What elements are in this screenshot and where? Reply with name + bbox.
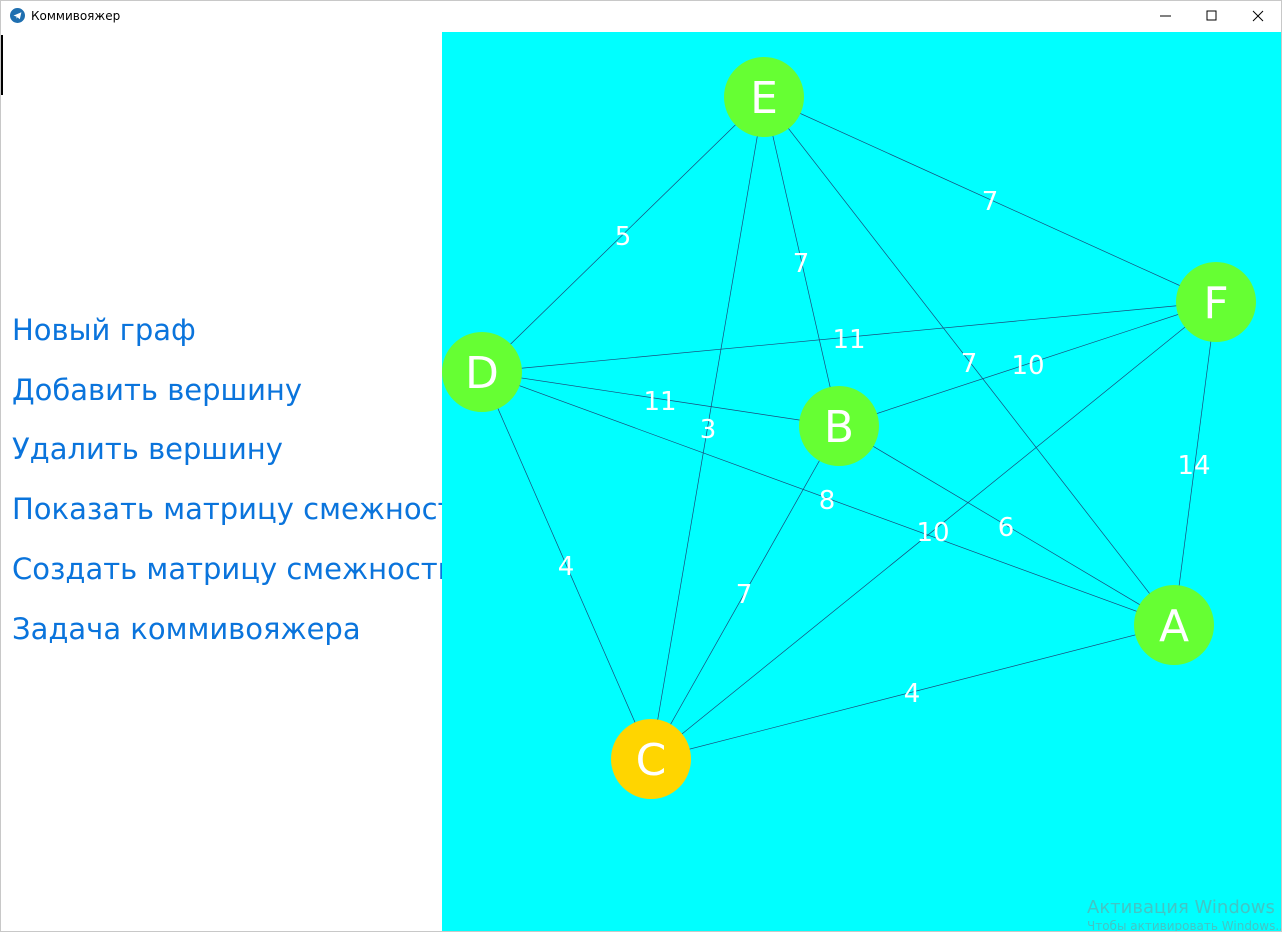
edge-weight-E-C: 3 (700, 415, 717, 445)
vertex-label: E (750, 73, 778, 124)
create-adjacency-matrix-link[interactable]: Создать матрицу смежности (12, 552, 457, 586)
edge-D-C[interactable] (481, 371, 652, 760)
weights-layer: 5 7 7 3 7 11 11 8 4 10 14 10 6 7 4 (558, 187, 1211, 709)
vertex-label: A (1159, 601, 1189, 652)
edge-weight-C-A: 4 (904, 679, 921, 709)
delete-vertex-link[interactable]: Удалить вершину (12, 432, 283, 466)
edge-weight-F-B: 10 (1011, 351, 1044, 381)
vertex-label: F (1203, 278, 1228, 329)
edge-B-A[interactable] (838, 425, 1175, 626)
edge-weight-E-F: 7 (982, 187, 999, 217)
minimize-icon (1160, 15, 1171, 17)
show-adjacency-matrix-link[interactable]: Показать матрицу смежности (12, 492, 474, 526)
vertex-D[interactable]: D (442, 332, 522, 412)
edge-weight-E-D: 5 (615, 222, 632, 252)
maximize-icon (1206, 10, 1217, 21)
edge-weight-F-C: 10 (916, 518, 949, 548)
add-vertex-link[interactable]: Добавить вершину (12, 373, 303, 407)
vertex-label: B (824, 402, 854, 453)
vertex-F[interactable]: F (1176, 262, 1256, 342)
edge-F-C[interactable] (650, 301, 1217, 760)
edge-E-A[interactable] (763, 96, 1175, 626)
edge-weight-E-B: 7 (793, 249, 810, 279)
vertex-C[interactable]: C (611, 719, 691, 799)
vertex-circle[interactable] (799, 386, 879, 466)
telegram-plane-icon (10, 8, 25, 23)
edge-weight-B-A: 6 (998, 513, 1015, 543)
maximize-button[interactable] (1189, 1, 1235, 31)
edge-E-D[interactable] (481, 96, 765, 373)
new-graph-link[interactable]: Новый граф (12, 313, 196, 347)
edges-layer (481, 96, 1217, 760)
vertex-A[interactable]: A (1134, 585, 1214, 665)
edge-D-B[interactable] (481, 371, 840, 427)
activation-watermark-subtitle: Чтобы активировать Windows... (1087, 919, 1282, 932)
vertices-layer: E F D B A C (442, 57, 1256, 799)
close-icon (1252, 10, 1264, 22)
edge-E-F[interactable] (763, 96, 1217, 303)
graph-drawing[interactable]: E F D B A C 5 7 7 3 7 11 11 8 4 10 14 10 6 7 4 (442, 32, 1282, 932)
graph-canvas[interactable]: E F D B A C 5 7 7 3 7 11 11 8 4 10 14 10 6 7 4 (442, 32, 1282, 932)
vertex-circle[interactable] (724, 57, 804, 137)
panel-edge-marker (1, 35, 3, 95)
edge-weight-D-A: 8 (819, 486, 836, 516)
edge-weight-E-A: 7 (961, 349, 978, 379)
vertex-B[interactable]: B (799, 386, 879, 466)
vertex-circle[interactable] (1176, 262, 1256, 342)
vertex-E[interactable]: E (724, 57, 804, 137)
minimize-button[interactable] (1143, 1, 1189, 31)
window-title: Коммивояжер (31, 9, 121, 23)
edge-weight-D-F: 11 (832, 325, 865, 355)
edge-F-A[interactable] (1173, 301, 1217, 626)
edge-F-B[interactable] (838, 301, 1217, 427)
edge-weight-D-B: 11 (643, 387, 676, 417)
edge-weight-B-C: 7 (736, 580, 753, 610)
edge-B-C[interactable] (650, 425, 840, 760)
close-button[interactable] (1235, 1, 1281, 31)
vertex-label: C (636, 735, 667, 786)
tsp-task-link[interactable]: Задача коммивояжера (12, 612, 361, 646)
vertex-circle[interactable] (1134, 585, 1214, 665)
edge-D-A[interactable] (481, 371, 1175, 626)
vertex-circle[interactable] (611, 719, 691, 799)
edge-weight-F-A: 14 (1177, 451, 1210, 481)
edge-D-F[interactable] (481, 301, 1217, 373)
title-bar[interactable]: Коммивояжер (1, 1, 1281, 31)
vertex-circle[interactable] (442, 332, 522, 412)
edge-weight-D-C: 4 (558, 552, 575, 582)
edge-E-C[interactable] (650, 96, 765, 760)
menu-panel: Новый граф Добавить вершину Удалить верш… (1, 31, 473, 931)
edge-E-B[interactable] (763, 96, 840, 427)
vertex-label: D (465, 348, 499, 399)
edge-C-A[interactable] (650, 624, 1175, 760)
activation-watermark-title: Активация Windows (1087, 897, 1275, 918)
